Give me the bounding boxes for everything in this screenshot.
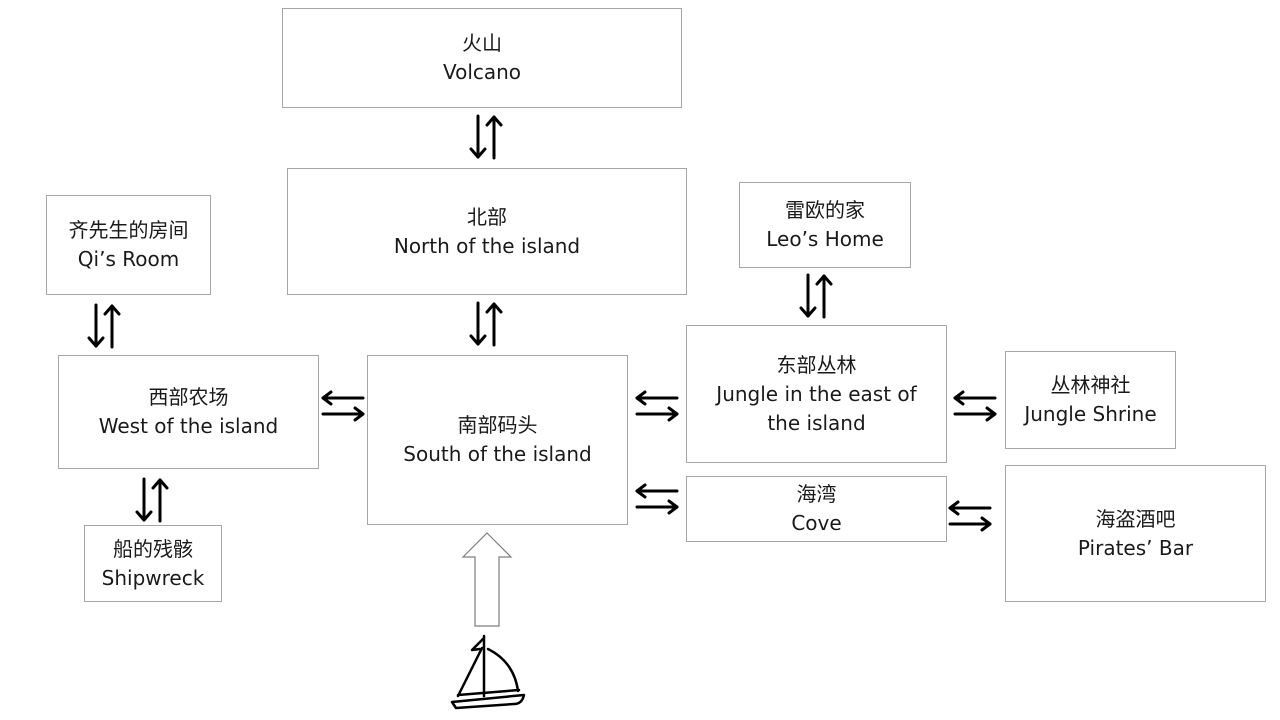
label-zh: 海盗酒吧 [1095,506,1176,531]
label-zh: 南部码头 [457,413,538,437]
label-zh: 雷欧的家 [785,198,865,222]
location-qi-room: 齐先生的房间 Qi’s Room [46,195,211,295]
location-jungle-shrine: 丛林神社 Jungle Shrine [1005,351,1176,449]
connector-volcano-north [469,114,503,160]
label-zh: 海湾 [796,482,837,506]
connector-qi-room-west [87,303,121,349]
label-en: Jungle in the east of the island [716,381,917,435]
sailboat-icon [450,634,526,710]
connector-north-south [469,301,503,347]
label-en: Leo’s Home [766,227,884,251]
label-en: Cove [791,511,842,535]
location-south: 南部码头 South of the island [367,355,628,525]
location-cove: 海湾 Cove [686,476,947,542]
label-zh: 丛林神社 [1050,373,1131,397]
location-shipwreck: 船的残骸 Shipwreck [84,525,222,602]
label-en: Volcano [442,60,522,84]
connector-east-jungle-shrine [953,390,997,422]
entry-arrow-icon [461,532,513,627]
connector-west-south [321,390,365,422]
label-zh: 火山 [462,31,502,55]
connector-leo-home-east-jungle [799,273,833,319]
label-en: North of the island [393,233,581,258]
label-en: Qi’s Room [77,247,180,271]
connector-south-cove [635,483,679,515]
connector-south-east-jungle [635,390,679,422]
label-zh: 东部丛林 [776,352,857,377]
label-en: South of the island [403,442,592,466]
label-zh: 北部 [467,204,507,229]
location-volcano: 火山 Volcano [282,8,682,108]
label-zh: 船的残骸 [113,536,193,561]
location-leo-home: 雷欧的家 Leo’s Home [739,182,911,268]
label-en: Shipwreck [101,565,205,590]
connector-cove-pirates-bar [948,500,992,532]
location-west: 西部农场 West of the island [58,355,319,469]
label-en: West of the island [98,414,279,438]
label-zh: 齐先生的房间 [68,218,189,242]
label-en: Jungle Shrine [1024,402,1157,426]
location-pirates-bar: 海盗酒吧 Pirates’ Bar [1005,465,1266,602]
connector-west-shipwreck [135,477,169,523]
location-east-jungle: 东部丛林 Jungle in the east of the island [686,325,947,463]
label-zh: 西部农场 [148,385,229,409]
label-en: Pirates’ Bar [1077,535,1194,560]
location-north: 北部 North of the island [287,168,687,295]
